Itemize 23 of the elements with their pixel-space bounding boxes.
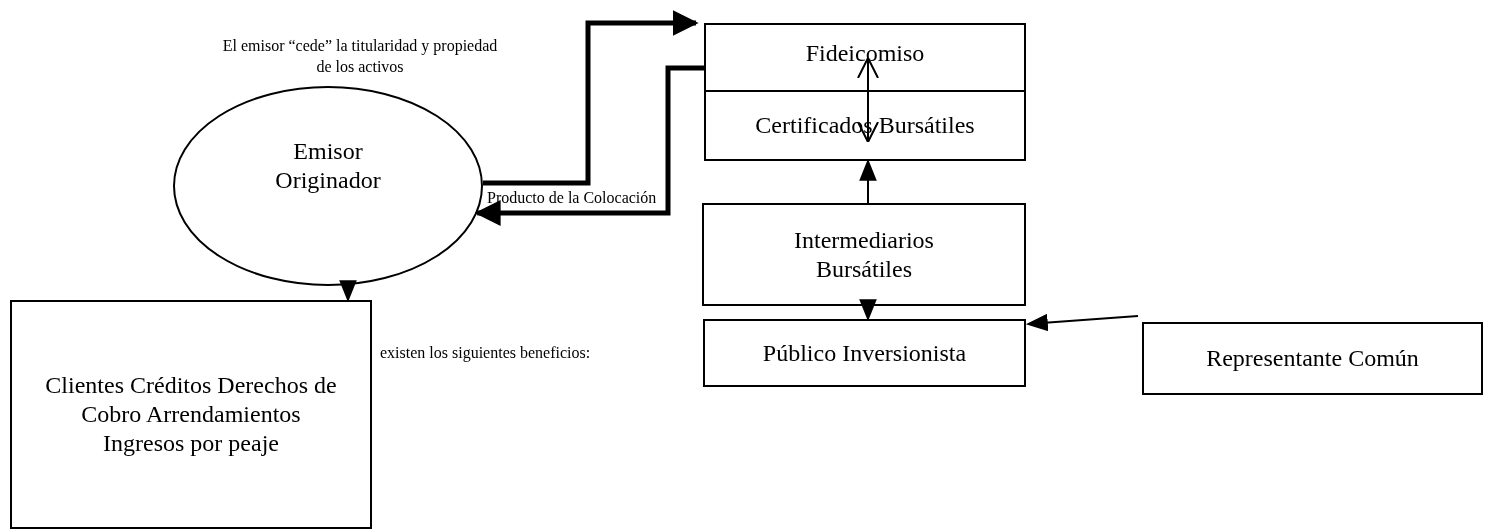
note-text: El emisor “cede” la titularidad y propiedad de los activos bbox=[221, 36, 499, 77]
edge-label: Producto de la Colocación bbox=[487, 188, 657, 208]
node-label: Emisor Originador bbox=[274, 137, 382, 195]
arrow bbox=[1025, 313, 1139, 332]
arrow bbox=[482, 10, 699, 186]
arrow bbox=[859, 299, 877, 322]
arrow bbox=[857, 57, 879, 143]
process-box bbox=[1142, 322, 1483, 395]
node-label: Público Inversionista bbox=[762, 338, 967, 368]
node-label: Fideicomiso bbox=[805, 39, 925, 68]
process-box bbox=[704, 90, 1026, 161]
node-label: Representante Común bbox=[1206, 344, 1419, 373]
arrow bbox=[474, 65, 704, 226]
process-box bbox=[10, 300, 372, 529]
node-label: Clientes Créditos Derechos de Cobro Arrendamientos Ingresos por peaje bbox=[44, 371, 338, 458]
ellipse-node bbox=[173, 86, 483, 286]
arrow bbox=[339, 280, 357, 303]
process-box bbox=[703, 319, 1026, 387]
process-box bbox=[704, 23, 1026, 92]
arrow bbox=[859, 158, 877, 204]
process-box bbox=[702, 203, 1026, 306]
node-label: Intermediarios Bursátiles bbox=[793, 225, 935, 284]
note-text: existen los siguientes beneficios: bbox=[380, 343, 592, 364]
